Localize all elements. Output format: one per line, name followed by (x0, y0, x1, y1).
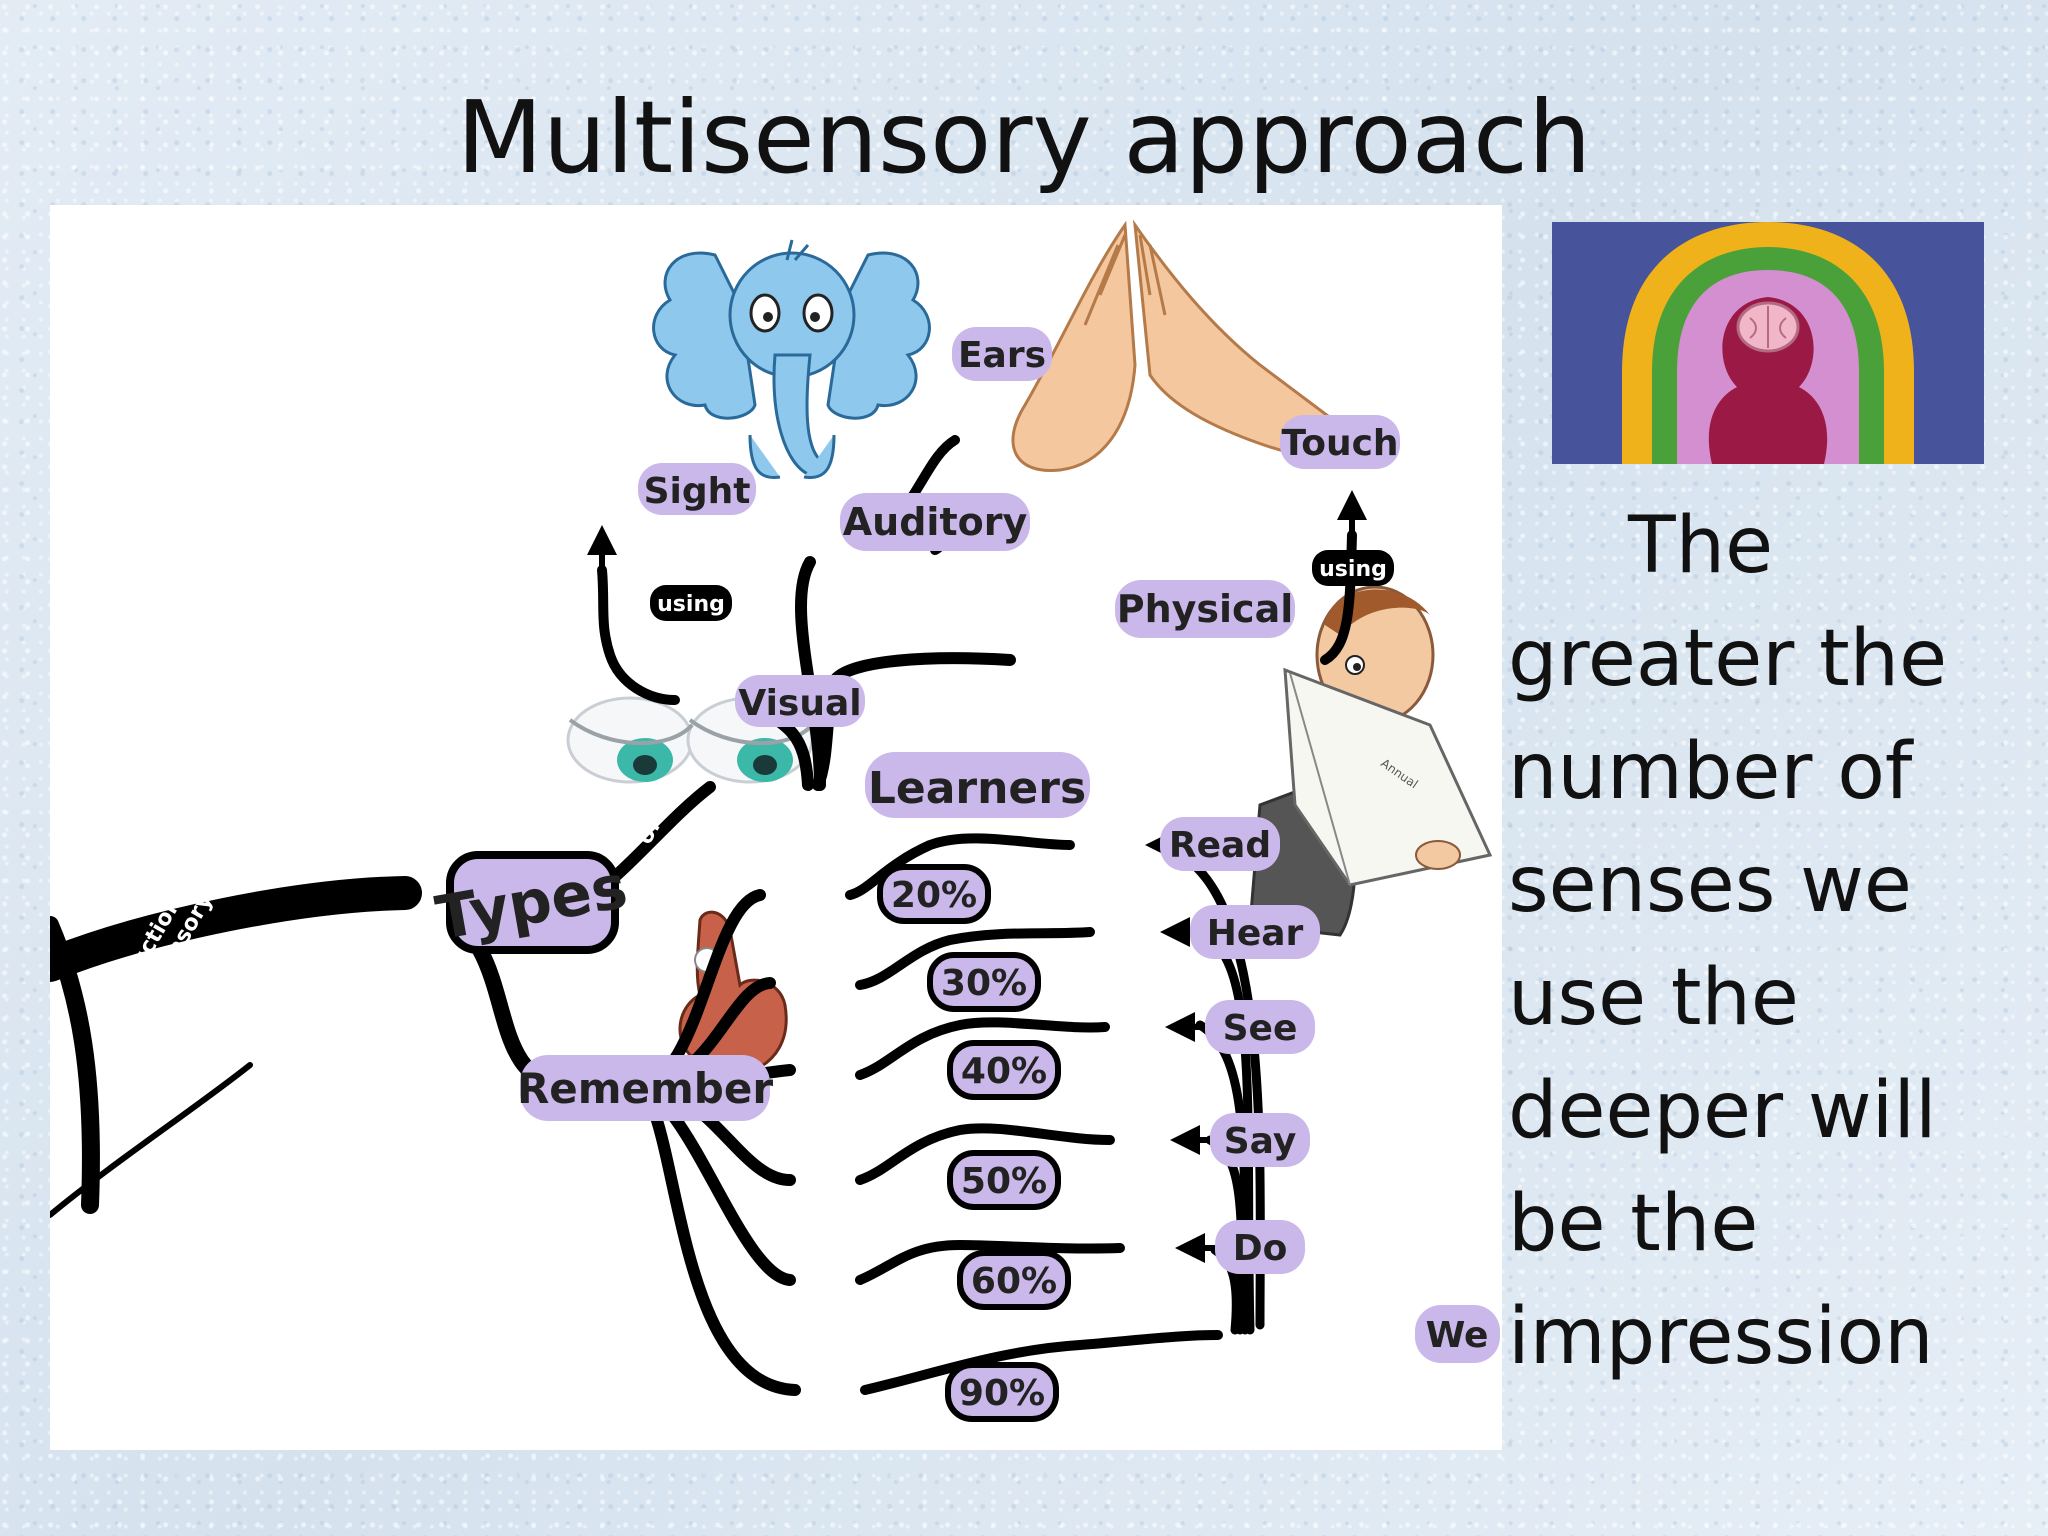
activity-node: Say (1210, 1113, 1310, 1167)
brain-illustration (1552, 222, 1984, 464)
side-note-line: deeper will (1508, 1066, 1937, 1156)
pointing-hand-picture (678, 910, 788, 1077)
slide-title: Multisensory approach (456, 79, 1592, 196)
percent-label: 30% (941, 963, 1027, 1004)
percent-node: 20% (877, 864, 991, 924)
side-note-line: The (1628, 501, 1774, 591)
touch-node: Touch (1280, 415, 1400, 469)
side-note-line: senses we (1508, 840, 1912, 930)
connector-what: what (1102, 1024, 1159, 1081)
sight-label: Sight (644, 471, 751, 512)
percent-label: 60% (971, 1261, 1057, 1302)
ears-node: Ears (952, 327, 1052, 381)
side-note-line: greater the (1508, 614, 1948, 704)
activity-node: Hear (1190, 905, 1320, 959)
activity-node: Do (1215, 1220, 1305, 1274)
auditory-node: Auditory (840, 493, 1030, 551)
side-note: The greater the number of senses we use … (1508, 490, 2028, 1394)
using-physical-label: using (1319, 557, 1387, 582)
percent-label: 20% (891, 875, 977, 916)
we-node: We (1415, 1305, 1500, 1363)
activity-label: Hear (1207, 913, 1304, 954)
ears-label: Ears (958, 335, 1046, 376)
percent-node: 50% (947, 1150, 1061, 1210)
learners-node: Learners (865, 752, 1090, 818)
connector-of-what: of what (1133, 1338, 1221, 1396)
we-label: We (1426, 1315, 1489, 1356)
visual-label: Visual (738, 683, 861, 724)
remember-node: Remember (517, 1055, 773, 1121)
activity-node: See (1205, 1000, 1315, 1054)
physical-label: Physical (1117, 587, 1294, 631)
eyes-picture (566, 696, 814, 784)
side-note-line: use the (1508, 953, 1799, 1043)
mind-map-diagram: Annual Report (50, 205, 1502, 1450)
elephant-picture (652, 239, 931, 479)
touch-label: Touch (1281, 423, 1398, 464)
side-note-line: impression (1508, 1292, 1934, 1382)
using-visual-tag: using (650, 585, 732, 621)
percent-node: 60% (957, 1250, 1071, 1310)
percent-label: 90% (959, 1373, 1045, 1414)
reading-man-picture: Annual Report (1248, 585, 1493, 937)
side-note-line: be the (1508, 1179, 1759, 1269)
visual-node: Visual (735, 675, 865, 727)
percent-label: 50% (961, 1161, 1047, 1202)
percent-node: 40% (947, 1040, 1061, 1100)
activity-node: Read (1160, 817, 1280, 871)
activity-label: See (1223, 1008, 1298, 1049)
using-physical-tag: using (1312, 550, 1394, 586)
auditory-label: Auditory (843, 500, 1028, 544)
percent-node: 30% (927, 952, 1041, 1012)
using-visual-label: using (657, 592, 725, 617)
connector-of: of (632, 814, 666, 848)
percent-label: 40% (961, 1051, 1047, 1092)
physical-node: Physical (1115, 580, 1295, 638)
types-node: Types (431, 851, 632, 954)
remember-label: Remember (517, 1064, 773, 1113)
learners-label: Learners (868, 763, 1086, 814)
side-note-line: number of (1508, 727, 1913, 817)
touching-hands-picture (1011, 219, 1383, 473)
activity-label: Do (1233, 1228, 1288, 1269)
activity-label: Read (1169, 825, 1271, 866)
percent-node: 90% (945, 1362, 1059, 1422)
activity-label: Say (1224, 1121, 1297, 1162)
sight-node: Sight (638, 463, 756, 515)
